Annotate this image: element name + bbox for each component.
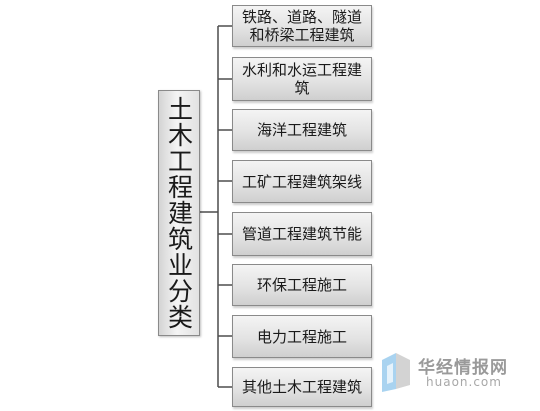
child-node-pipeline: 管道工程建筑节能 (232, 212, 372, 256)
child-node-label: 海洋工程建筑 (256, 121, 347, 139)
child-node-other-civil: 其他土木工程建筑 (232, 367, 372, 407)
child-node-label: 水利和水运工程建筑 (241, 61, 362, 97)
child-node-industrial-mining: 工矿工程建筑架线 (232, 160, 372, 203)
child-node-environmental: 环保工程施工 (232, 264, 372, 306)
child-node-label: 环保工程施工 (256, 276, 347, 294)
watermark-site: huaon.com (426, 375, 502, 389)
huaon-logo-icon (382, 353, 410, 392)
child-node-label: 电力工程施工 (256, 327, 347, 346)
root-node-label: 土木工程建筑业分类 (164, 96, 194, 330)
child-node-electric-power: 电力工程施工 (232, 315, 372, 358)
child-node-marine: 海洋工程建筑 (232, 109, 372, 151)
watermark-brand: 华经情报网 (418, 358, 508, 378)
child-node-label: 管道工程建筑节能 (241, 225, 362, 243)
root-node: 土木工程建筑业分类 (158, 90, 200, 336)
child-node-label: 其他土木工程建筑 (241, 378, 362, 396)
child-node-label: 铁路、道路、隧道和桥梁工程建筑 (241, 8, 362, 44)
child-node-water-conservancy: 水利和水运工程建筑 (232, 57, 372, 101)
child-node-railway-road-tunnel-bridge: 铁路、道路、隧道和桥梁工程建筑 (232, 5, 372, 47)
child-node-label: 工矿工程建筑架线 (241, 172, 362, 191)
